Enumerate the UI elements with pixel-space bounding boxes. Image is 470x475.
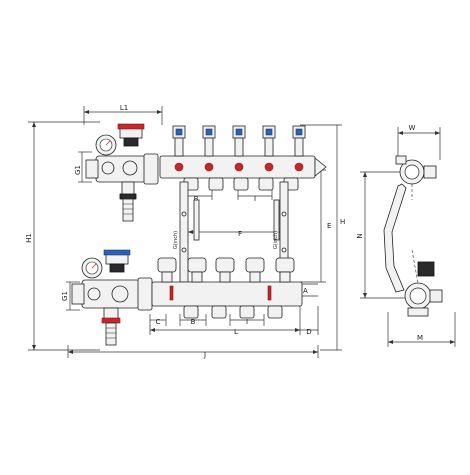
label-e: E [327,222,331,230]
dimension-e [300,169,326,283]
top-outlets [183,177,299,191]
label-i-bottom: I [246,318,248,326]
label-g1-bottom: G1 [61,291,69,301]
bottom-outlets [183,305,283,319]
label-f: F [238,230,242,238]
label-g1-top: G1 [74,165,82,175]
bottom-air-vent [105,253,129,265]
dimension-l [149,306,301,335]
label-g-left-vertical: G(inch) [173,231,179,249]
dimension-h [300,124,342,351]
label-j: J [203,351,206,359]
dimension-i-bottom [229,314,265,326]
label-i-top: I [254,195,256,203]
top-manifold-assembly [85,123,327,222]
side-view-bracket [383,183,407,293]
label-a: A [303,287,308,295]
bottom-valve-caps [157,257,295,283]
dimension-j [67,345,319,358]
dimension-b-bottom [179,314,207,326]
top-air-vent [119,127,143,139]
label-h1: H1 [25,233,33,243]
label-m: M [417,334,423,342]
dimension-h1 [28,121,100,351]
dimension-m [387,312,456,347]
side-view-assembly [383,155,443,317]
label-w: W [409,124,416,132]
dimension-l1 [83,106,163,125]
dimension-b-top [185,190,213,200]
dimension-g1-top [78,151,92,183]
dimension-d [300,306,319,335]
label-b-top: B [194,195,199,203]
dimension-w [397,127,441,160]
label-b-bottom: B [191,318,196,326]
label-l: L [234,328,238,336]
bottom-manifold-bar [151,281,303,307]
top-flow-meters [172,125,306,157]
label-h: H [340,218,345,226]
side-view-valve-cap [417,261,435,277]
mounting-brackets [179,181,289,283]
dimension-c [149,314,167,326]
dimension-g1-bottom [66,281,80,311]
label-c: C [156,318,161,326]
label-n: N [356,233,364,238]
dimension-n [360,171,410,299]
label-l1: L1 [120,104,128,112]
label-d: D [306,328,311,336]
dimension-i-top [237,190,273,200]
label-g-right-vertical: G(inch) [273,231,279,249]
bottom-manifold-assembly [71,249,303,346]
